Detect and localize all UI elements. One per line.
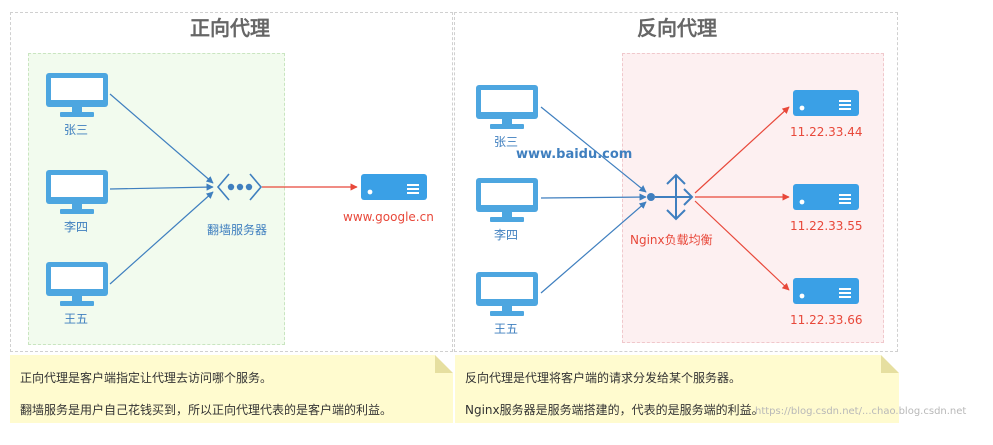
request-arrow — [540, 106, 647, 193]
server-ip-label: 11.22.33.66 — [790, 313, 863, 327]
reverse-proxy-note: 反向代理是代理将客户端的请求分发给某个服务器。 Nginx服务器是服务端搭建的，… — [455, 355, 899, 423]
note-corner-fold — [881, 355, 899, 373]
server-ip-label: 11.22.33.55 — [790, 219, 863, 233]
note-corner-fold — [435, 355, 453, 373]
load-balancer-label: Nginx负载均衡 — [630, 233, 713, 247]
forward-proxy-title: 正向代理 — [190, 16, 270, 40]
dispatch-arrow — [694, 200, 790, 291]
client-label: 张三 — [494, 135, 519, 149]
target-label: www.google.cn — [343, 210, 434, 224]
client-computer-icon — [476, 272, 538, 316]
proxy-server-icon — [216, 173, 263, 201]
client-computer-icon — [46, 170, 108, 214]
domain-label: www.baidu.com — [516, 147, 633, 162]
note-line: 反向代理是代理将客户端的请求分发给某个服务器。 — [465, 371, 742, 385]
request-arrow — [540, 201, 647, 294]
note-line: 正向代理是客户端指定让代理去访问哪个服务。 — [20, 371, 273, 385]
forward-proxy-panel — [10, 12, 453, 352]
watermark: https://blog.csdn.net/...chao.blog.csdn.… — [755, 406, 967, 417]
client-label: 李四 — [64, 220, 89, 234]
request-arrow — [109, 183, 214, 191]
load-balancer-icon — [647, 173, 694, 221]
client-label: 李四 — [494, 228, 519, 242]
client-computer-icon — [476, 85, 538, 129]
target-server-icon — [361, 174, 427, 200]
dispatch-arrow — [694, 106, 790, 194]
client-computer-icon — [46, 262, 108, 306]
client-computer-icon — [476, 178, 538, 222]
request-arrow — [540, 193, 647, 201]
note-line: 翻墙服务是用户自己花钱买到，所以正向代理代表的是客户端的利益。 — [20, 403, 393, 417]
client-label: 王五 — [494, 322, 519, 336]
note-line: Nginx服务器是服务端搭建的，代表的是服务端的利益。 — [465, 403, 764, 417]
backend-server-icon — [793, 90, 859, 116]
reverse-proxy-panel — [454, 12, 898, 352]
client-label: 王五 — [64, 312, 89, 326]
request-arrow — [109, 93, 214, 184]
client-computer-icon — [46, 73, 108, 117]
request-arrow — [109, 191, 214, 285]
forward-proxy-note: 正向代理是客户端指定让代理去访问哪个服务。 翻墙服务是用户自己花钱买到，所以正向… — [10, 355, 453, 423]
reverse-proxy-title: 反向代理 — [637, 16, 717, 40]
client-label: 张三 — [64, 123, 89, 137]
backend-server-icon — [793, 278, 859, 304]
proxy-label: 翻墙服务器 — [207, 223, 268, 237]
server-ip-label: 11.22.33.44 — [790, 125, 863, 139]
backend-server-icon — [793, 184, 859, 210]
